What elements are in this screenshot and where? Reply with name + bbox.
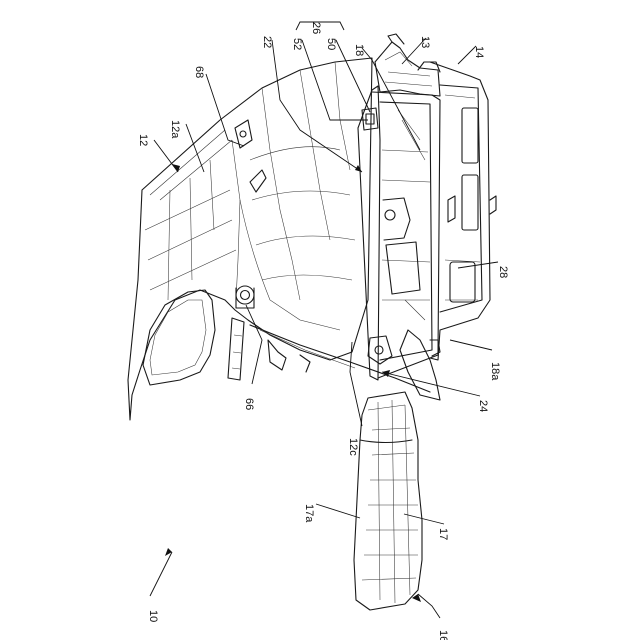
label-10: 10 <box>147 610 159 622</box>
label-16: 16 <box>437 630 449 640</box>
label-17a: 17a <box>303 504 315 523</box>
lower-trim <box>228 318 244 380</box>
label-24: 24 <box>477 400 489 412</box>
label-66: 66 <box>243 398 255 410</box>
label-17: 17 <box>437 528 449 540</box>
label-13: 13 <box>419 36 431 48</box>
reference-labels: 12 12a 68 22 26 52 50 18 13 14 28 18a 24… <box>137 22 509 640</box>
label-26: 26 <box>310 22 322 34</box>
wheel-arch <box>143 290 215 385</box>
hinge-mechanism <box>362 34 440 130</box>
seat-cushion <box>354 392 422 610</box>
label-22: 22 <box>261 36 273 48</box>
label-14: 14 <box>473 46 485 58</box>
label-52: 52 <box>291 38 303 50</box>
label-18: 18 <box>353 44 365 56</box>
label-12: 12 <box>137 134 149 146</box>
side-panel <box>128 58 372 420</box>
label-68: 68 <box>193 66 205 78</box>
label-12a: 12a <box>169 120 181 139</box>
label-12c: 12c <box>347 438 359 456</box>
label-28: 28 <box>497 266 509 278</box>
fixture-66 <box>236 286 254 308</box>
label-18a: 18a <box>489 362 501 381</box>
label-50: 50 <box>325 38 337 50</box>
